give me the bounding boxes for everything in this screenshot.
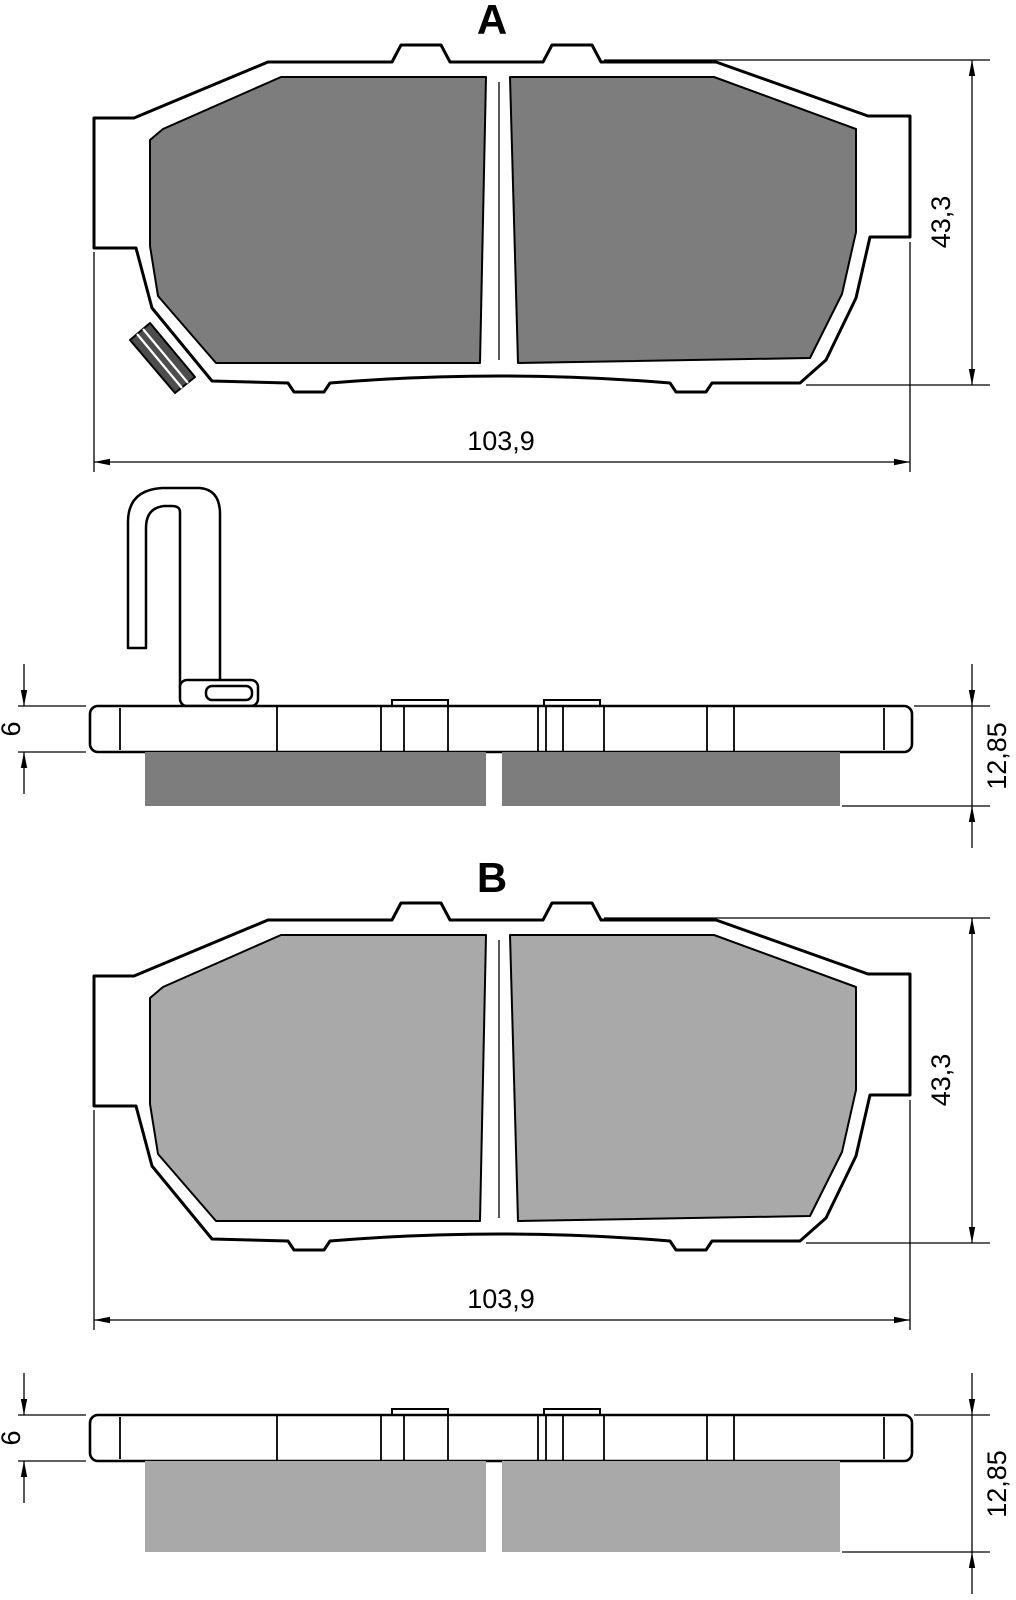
dim-b-height: 43,3 <box>604 917 990 1244</box>
pad-a-friction-side <box>145 752 840 806</box>
dim-a-plate-thickness-text: 6 <box>0 721 26 736</box>
friction-side-right <box>502 752 840 806</box>
dim-a-plate-thickness: 6 <box>0 664 86 794</box>
wear-indicator-rib <box>142 328 189 384</box>
dim-b-total-thickness: 12,85 <box>842 1373 1012 1594</box>
dim-b-plate-thickness-text: 6 <box>0 1430 26 1445</box>
wear-indicator-rib <box>136 333 183 389</box>
dim-b-height-text: 43,3 <box>926 1054 956 1107</box>
dim-b-total-thickness-text: 12,85 <box>982 1450 1012 1518</box>
dim-b-width: 103,9 <box>93 1100 911 1330</box>
pad-a-wear-indicator <box>129 322 196 394</box>
friction-side-right <box>502 1461 840 1552</box>
pad-b-backplate-side <box>88 1407 914 1463</box>
dim-b-plate-thickness: 6 <box>0 1373 86 1503</box>
dim-a-total-thickness-text: 12,85 <box>982 722 1012 790</box>
friction-side-left <box>145 752 486 806</box>
dim-a-height: 43,3 <box>604 59 990 386</box>
view-a-profile: 6 12,85 <box>0 486 1012 848</box>
dim-a-total-thickness: 12,85 <box>842 664 1012 848</box>
dim-a-width-text: 103,9 <box>467 426 535 456</box>
view-a-label: A <box>477 0 507 43</box>
retaining-clip <box>126 486 260 708</box>
dim-b-width-text: 103,9 <box>467 1284 535 1314</box>
pad-a-backplate-side <box>88 698 914 754</box>
dim-a-height-text: 43,3 <box>926 196 956 249</box>
clip-foot <box>178 678 260 708</box>
view-a-front: A 43,3 103,9 <box>92 0 990 472</box>
pad-b-friction-side <box>145 1461 840 1552</box>
clip-foot-detail <box>204 684 254 702</box>
dim-a-width: 103,9 <box>93 242 911 472</box>
view-b-label: B <box>477 854 507 901</box>
view-b-profile: 6 12,85 <box>0 1373 1012 1594</box>
clip-spring-arm <box>126 486 222 690</box>
friction-side-left <box>145 1461 486 1552</box>
view-b-front: B 43,3 103,9 <box>92 854 990 1330</box>
